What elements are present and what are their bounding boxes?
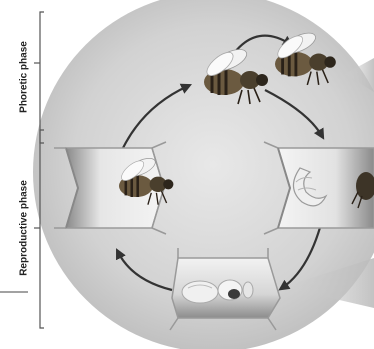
cell-bottom [170,248,280,330]
